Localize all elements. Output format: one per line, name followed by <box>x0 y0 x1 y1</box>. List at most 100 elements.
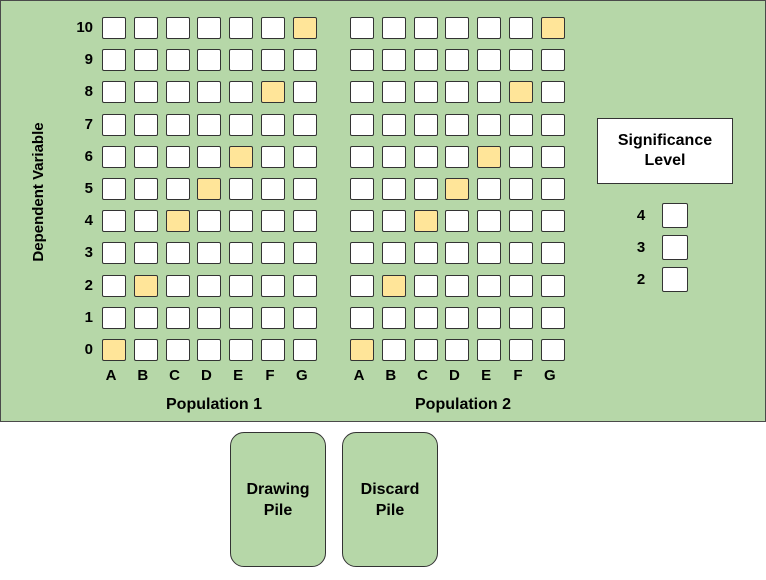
population-2-cell-A-7[interactable] <box>350 113 374 136</box>
population-1-cell-F-2[interactable] <box>261 274 285 297</box>
population-2-cell-D-2[interactable] <box>445 274 470 297</box>
population-2-cell-G-2[interactable] <box>540 274 565 297</box>
population-1-cell-F-1[interactable] <box>261 306 285 329</box>
population-1-cell-D-8[interactable] <box>197 81 222 104</box>
population-1-cell-G-4[interactable] <box>292 210 317 233</box>
population-1-cell-A-0[interactable] <box>102 339 126 361</box>
population-2-cell-F-2[interactable] <box>509 274 533 297</box>
population-2-cell-B-10[interactable] <box>381 17 406 39</box>
population-2-cell-C-8[interactable] <box>413 81 438 104</box>
population-2-cell-G-3[interactable] <box>540 242 565 265</box>
population-2-cell-D-5[interactable] <box>445 178 470 200</box>
population-2-cell-B-3[interactable] <box>381 242 406 265</box>
population-1-cell-B-0[interactable] <box>133 339 158 361</box>
population-1-cell-C-10[interactable] <box>165 17 190 39</box>
population-2-cell-E-10[interactable] <box>477 17 502 39</box>
population-2-cell-A-10[interactable] <box>350 17 374 39</box>
population-1-cell-E-7[interactable] <box>229 113 254 136</box>
population-1-cell-D-7[interactable] <box>197 113 222 136</box>
population-1-cell-E-10[interactable] <box>229 17 254 39</box>
population-1-cell-C-4[interactable] <box>165 210 190 233</box>
population-2-cell-E-9[interactable] <box>477 49 502 72</box>
population-2-cell-F-10[interactable] <box>509 17 533 39</box>
population-1-cell-F-7[interactable] <box>261 113 285 136</box>
population-1-cell-F-3[interactable] <box>261 242 285 265</box>
population-2-cell-C-3[interactable] <box>413 242 438 265</box>
population-1-cell-D-0[interactable] <box>197 339 222 361</box>
population-2-cell-D-10[interactable] <box>445 17 470 39</box>
population-1-cell-D-4[interactable] <box>197 210 222 233</box>
significance-slot-4[interactable] <box>662 203 688 228</box>
population-1-cell-C-8[interactable] <box>165 81 190 104</box>
population-1-cell-B-9[interactable] <box>133 49 158 72</box>
population-2-cell-D-0[interactable] <box>445 339 470 361</box>
population-2-cell-G-6[interactable] <box>540 145 565 168</box>
population-1-cell-A-3[interactable] <box>102 242 126 265</box>
population-2-cell-G-1[interactable] <box>540 306 565 329</box>
population-2-cell-F-9[interactable] <box>509 49 533 72</box>
population-2-cell-G-10[interactable] <box>540 17 565 39</box>
population-1-cell-E-4[interactable] <box>229 210 254 233</box>
population-1-cell-D-2[interactable] <box>197 274 222 297</box>
population-2-cell-C-5[interactable] <box>413 178 438 200</box>
population-1-cell-G-0[interactable] <box>292 339 317 361</box>
population-2-cell-C-0[interactable] <box>413 339 438 361</box>
population-1-cell-F-9[interactable] <box>261 49 285 72</box>
population-2-cell-A-4[interactable] <box>350 210 374 233</box>
population-1-cell-G-9[interactable] <box>292 49 317 72</box>
population-2-cell-F-7[interactable] <box>509 113 533 136</box>
population-1-cell-C-7[interactable] <box>165 113 190 136</box>
population-2-cell-A-2[interactable] <box>350 274 374 297</box>
population-1-cell-E-1[interactable] <box>229 306 254 329</box>
population-1-cell-B-3[interactable] <box>133 242 158 265</box>
population-2-cell-C-9[interactable] <box>413 49 438 72</box>
population-2-cell-F-4[interactable] <box>509 210 533 233</box>
population-2-cell-A-3[interactable] <box>350 242 374 265</box>
population-2-cell-G-5[interactable] <box>540 178 565 200</box>
population-1-cell-A-6[interactable] <box>102 145 126 168</box>
population-2-cell-C-6[interactable] <box>413 145 438 168</box>
population-1-cell-D-3[interactable] <box>197 242 222 265</box>
population-1-cell-B-10[interactable] <box>133 17 158 39</box>
population-2-cell-D-4[interactable] <box>445 210 470 233</box>
population-2-cell-D-3[interactable] <box>445 242 470 265</box>
population-1-cell-G-8[interactable] <box>292 81 317 104</box>
population-2-cell-B-2[interactable] <box>381 274 406 297</box>
population-1-cell-B-6[interactable] <box>133 145 158 168</box>
significance-slot-2[interactable] <box>662 267 688 292</box>
population-2-cell-A-5[interactable] <box>350 178 374 200</box>
population-2-cell-B-6[interactable] <box>381 145 406 168</box>
population-1-cell-G-2[interactable] <box>292 274 317 297</box>
population-2-cell-E-5[interactable] <box>477 178 502 200</box>
population-2-cell-A-6[interactable] <box>350 145 374 168</box>
population-2-cell-C-1[interactable] <box>413 306 438 329</box>
significance-slot-3[interactable] <box>662 235 688 260</box>
population-2-cell-G-4[interactable] <box>540 210 565 233</box>
population-1-cell-A-10[interactable] <box>102 17 126 39</box>
population-1-cell-G-5[interactable] <box>292 178 317 200</box>
population-1-cell-C-1[interactable] <box>165 306 190 329</box>
population-1-cell-E-8[interactable] <box>229 81 254 104</box>
population-1-cell-G-6[interactable] <box>292 145 317 168</box>
population-2-cell-E-8[interactable] <box>477 81 502 104</box>
population-2-cell-E-7[interactable] <box>477 113 502 136</box>
population-1-cell-C-0[interactable] <box>165 339 190 361</box>
population-2-cell-F-1[interactable] <box>509 306 533 329</box>
population-1-cell-F-8[interactable] <box>261 81 285 104</box>
population-2-cell-G-8[interactable] <box>540 81 565 104</box>
population-1-cell-B-2[interactable] <box>133 274 158 297</box>
population-1-cell-A-7[interactable] <box>102 113 126 136</box>
population-2-cell-D-7[interactable] <box>445 113 470 136</box>
population-1-cell-A-1[interactable] <box>102 306 126 329</box>
population-1-cell-C-9[interactable] <box>165 49 190 72</box>
population-2-cell-D-9[interactable] <box>445 49 470 72</box>
population-2-cell-G-9[interactable] <box>540 49 565 72</box>
population-2-cell-B-9[interactable] <box>381 49 406 72</box>
population-2-cell-F-0[interactable] <box>509 339 533 361</box>
population-1-cell-D-5[interactable] <box>197 178 222 200</box>
population-2-cell-C-7[interactable] <box>413 113 438 136</box>
population-1-cell-A-2[interactable] <box>102 274 126 297</box>
population-1-cell-D-6[interactable] <box>197 145 222 168</box>
population-1-cell-G-7[interactable] <box>292 113 317 136</box>
population-2-cell-E-1[interactable] <box>477 306 502 329</box>
